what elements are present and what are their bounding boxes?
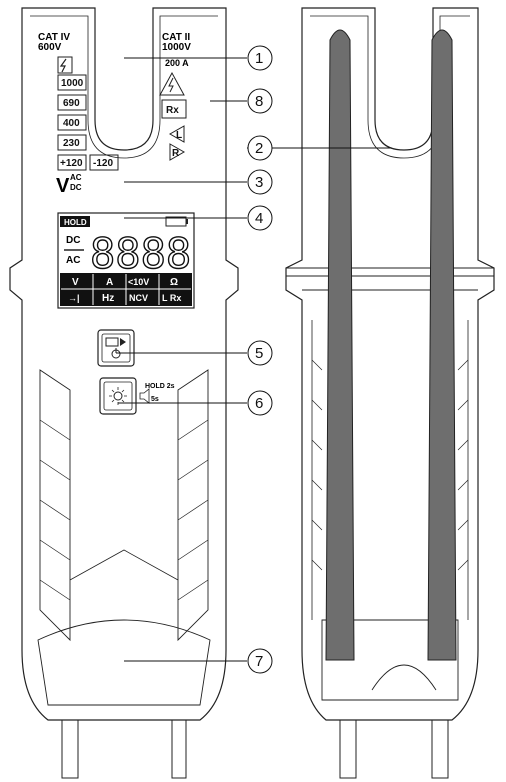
back-right-lead	[431, 719, 449, 779]
callout-markers: 1 2 3 4 5 6 7 8	[247, 45, 273, 674]
left-probe	[325, 29, 355, 661]
cat-left-label: CAT IV	[38, 32, 70, 43]
fn-ohm: Ω	[170, 277, 178, 288]
svg-text:Rx: Rx	[166, 105, 179, 116]
right-probe	[427, 29, 457, 661]
voltage-level-indicators: 1000 690 400 230 +120 -120	[57, 74, 119, 171]
warning-triangle-icon	[159, 71, 185, 96]
fn-v: V	[72, 277, 79, 288]
ac-label: AC	[70, 173, 82, 182]
battery-icon	[165, 216, 188, 227]
right-grip	[177, 369, 209, 642]
callout-3: 3	[255, 174, 263, 191]
voltage-level: 230	[63, 138, 80, 149]
back-body-outline	[285, 7, 495, 721]
callout-2: 2	[255, 140, 263, 157]
bottom-holder	[37, 619, 211, 706]
right-lead	[171, 719, 187, 779]
cat-right-label: CAT II	[162, 32, 190, 43]
probe-tips	[325, 29, 457, 661]
resistance-indicator: Rx	[161, 99, 187, 119]
back-holder	[321, 619, 459, 701]
voltage-level: 690	[63, 98, 80, 109]
fn-ncv: NCV	[129, 293, 148, 303]
cat-left-voltage: 600V	[38, 42, 62, 53]
front-view	[9, 7, 239, 779]
lcd-display: HOLD DC AC 8888 V A <10V Ω →| Hz NCV L R…	[57, 212, 195, 309]
hold-2s-label: HOLD 2s	[145, 383, 175, 390]
front-body-outline	[9, 7, 239, 721]
left-lead	[61, 719, 79, 779]
voltage-level: 400	[63, 118, 80, 129]
left-grip	[39, 369, 71, 642]
fn-lrx: L Rx	[162, 293, 181, 303]
callout-8: 8	[255, 93, 263, 110]
backlight-button[interactable]	[99, 377, 137, 415]
fn-hz: Hz	[102, 293, 114, 304]
lcd-digits: 8888	[90, 229, 191, 278]
back-left-lead	[339, 719, 357, 779]
voltage-level: +120	[60, 158, 83, 169]
lr-indicators: L R	[168, 125, 186, 161]
voltage-symbol: V	[56, 175, 70, 197]
voltage-level: 1000	[61, 78, 84, 89]
voltage-level: -120	[93, 158, 113, 169]
fn-a: A	[106, 277, 113, 288]
back-view	[285, 7, 495, 779]
mode-power-button[interactable]	[97, 329, 135, 367]
lr-right: R	[172, 148, 180, 159]
cat-right-voltage: 1000V	[162, 42, 191, 53]
fn-diode: →|	[68, 293, 80, 303]
callout-5: 5	[255, 345, 263, 362]
current-range-label: 200 A	[165, 58, 189, 68]
callout-4: 4	[255, 210, 263, 227]
fn-lowv: <10V	[128, 277, 149, 287]
mute-icon	[139, 388, 150, 404]
callout-1: 1	[255, 50, 263, 67]
lcd-dc: DC	[66, 235, 80, 246]
dc-label: DC	[70, 183, 82, 192]
callout-7: 7	[255, 653, 263, 670]
lcd-ac: AC	[66, 255, 80, 266]
mute-5s-label: 5s	[151, 396, 159, 403]
lr-left: L	[176, 130, 182, 141]
lightning-icon	[57, 56, 73, 74]
callout-6: 6	[255, 395, 263, 412]
hold-indicator: HOLD	[64, 218, 87, 227]
